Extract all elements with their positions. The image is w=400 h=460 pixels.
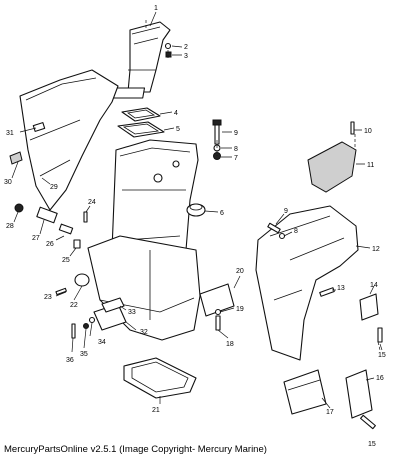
callout-28: 28: [6, 223, 14, 230]
callout-6: 6: [220, 210, 224, 217]
callout-24: 24: [88, 199, 96, 206]
part-clip-14[interactable]: [359, 293, 379, 321]
part-screw-23[interactable]: [55, 287, 67, 296]
callout-15a: 15: [378, 352, 386, 359]
callout-4: 4: [174, 110, 178, 117]
part-bushing-22[interactable]: [74, 273, 90, 287]
part-cover-29[interactable]: [19, 69, 119, 211]
callout-19: 19: [236, 306, 244, 313]
part-seal-21[interactable]: [123, 357, 197, 399]
leader-lines: [11, 11, 383, 409]
callout-20: 20: [236, 268, 244, 275]
part-screw-15b[interactable]: [360, 414, 376, 430]
part-spring-26[interactable]: [58, 223, 74, 235]
callout-30: 30: [4, 179, 12, 186]
callout-18: 18: [226, 341, 234, 348]
part-pin-24[interactable]: [83, 211, 88, 223]
callout-9b: 9: [284, 208, 288, 215]
callout-17: 17: [326, 409, 334, 416]
callout-34: 34: [98, 339, 106, 346]
callout-11: 11: [367, 162, 374, 169]
part-washer-8b[interactable]: [278, 232, 286, 240]
callout-8b: 8: [294, 228, 298, 235]
callout-21: 21: [152, 407, 160, 414]
part-screw-36[interactable]: [71, 323, 76, 339]
part-fitting-27[interactable]: [36, 206, 58, 224]
callout-16: 16: [376, 375, 384, 382]
part-plate-33[interactable]: [101, 297, 125, 313]
part-nut-28[interactable]: [14, 203, 24, 213]
callout-29: 29: [50, 184, 58, 191]
callout-14: 14: [370, 282, 378, 289]
part-fitting-25[interactable]: [73, 239, 81, 249]
part-cover-11[interactable]: [307, 141, 357, 193]
part-swivel-bracket-12[interactable]: [255, 205, 359, 361]
part-screw-10[interactable]: [350, 121, 355, 135]
part-washer-19[interactable]: [214, 308, 222, 316]
part-screw-15a[interactable]: [377, 327, 383, 343]
callout-13: 13: [337, 285, 345, 292]
part-plate-20[interactable]: [199, 283, 235, 317]
callout-27: 27: [32, 235, 40, 242]
callout-23: 23: [44, 294, 52, 301]
callout-15b: 15: [368, 441, 376, 448]
part-decal-30[interactable]: [9, 151, 23, 165]
image-copyright-caption: MercuryPartsOnline v2.5.1 (Image Copyrig…: [4, 444, 267, 455]
callout-31: 31: [6, 130, 14, 137]
part-washer-35[interactable]: [83, 323, 89, 329]
part-screw-13[interactable]: [319, 287, 335, 297]
callout-35: 35: [80, 351, 88, 358]
callout-25: 25: [62, 257, 70, 264]
callout-9a: 9: [234, 130, 238, 137]
part-pad-17[interactable]: [283, 369, 327, 415]
part-screw-18[interactable]: [215, 315, 221, 331]
callout-26: 26: [46, 241, 54, 248]
part-gasket[interactable]: [121, 107, 161, 122]
callout-33: 33: [128, 309, 136, 316]
callout-10: 10: [364, 128, 372, 135]
callout-12: 12: [372, 246, 380, 253]
callout-7: 7: [234, 155, 238, 162]
part-screw-9a[interactable]: [212, 119, 222, 145]
callout-2: 2: [184, 44, 188, 51]
part-screw-9b[interactable]: [267, 222, 281, 234]
part-pad-16[interactable]: [345, 369, 373, 419]
callout-3: 3: [184, 53, 188, 60]
callout-36: 36: [66, 357, 74, 364]
callout-5: 5: [176, 126, 180, 133]
part-rubber-mount-6[interactable]: [186, 203, 206, 217]
part-washer-34[interactable]: [88, 316, 96, 324]
callout-22: 22: [70, 302, 78, 309]
callout-8a: 8: [234, 146, 238, 153]
callout-32: 32: [140, 329, 148, 336]
part-adapter-ring[interactable]: [117, 121, 165, 138]
callout-1: 1: [154, 5, 158, 12]
part-screw-2-3[interactable]: [164, 42, 172, 58]
